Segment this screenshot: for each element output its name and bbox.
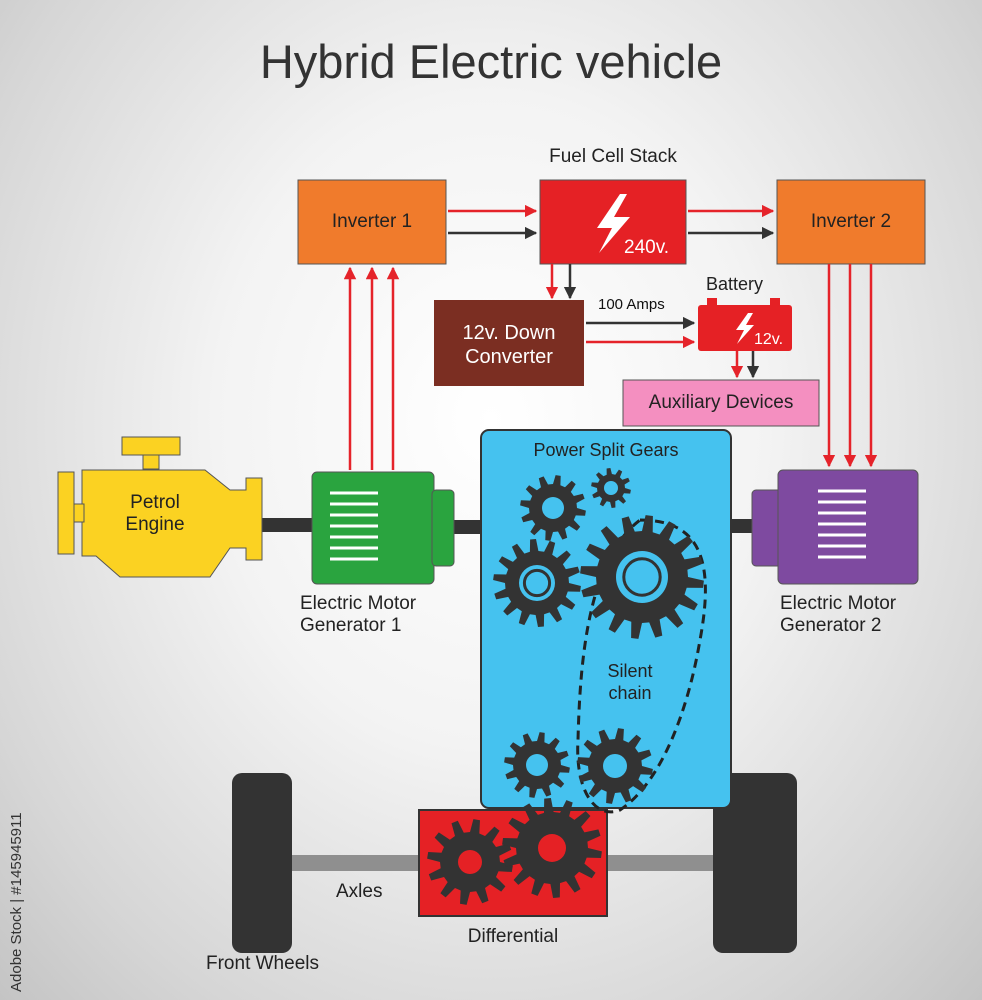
left-wheel	[232, 773, 292, 953]
silent-chain-label-line2: chain	[608, 683, 652, 703]
differential-label: Differential	[467, 926, 559, 947]
down-converter-label: 12v. Down Converter	[434, 321, 584, 369]
petrol-engine-icon	[57, 436, 263, 578]
inverter-1-box	[297, 179, 447, 265]
gear-icon-hole	[538, 834, 566, 862]
motor-generator-1-icon	[311, 471, 455, 585]
axles-label: Axles	[336, 881, 383, 902]
motor-generator-2-label: Electric Motor Generator 2	[780, 593, 896, 637]
gear-icon-hole	[542, 497, 564, 519]
gear-icon-hole	[526, 754, 548, 776]
gear-icon-ring	[622, 557, 662, 597]
front-wheels-label: Front Wheels	[206, 953, 319, 974]
auxiliary-devices-box	[622, 379, 820, 427]
auxiliary-devices-label: Auxiliary Devices	[648, 392, 794, 413]
motor-generator-2-icon	[751, 469, 919, 585]
motor-generator-1-label-line1: Electric Motor	[300, 593, 417, 614]
petrol-engine-label-line2: Engine	[125, 514, 185, 535]
battery-terminal-left	[707, 298, 717, 305]
battery-voltage: 12v.	[754, 331, 784, 348]
down-converter-box	[434, 300, 584, 386]
fuel-cell-stack-label: Fuel Cell Stack	[549, 146, 677, 167]
gear-icon-hole	[604, 481, 618, 495]
right-wheel	[713, 773, 797, 953]
down-converter-label-line1: 12v. Down	[462, 322, 556, 344]
battery-terminal-right	[770, 298, 780, 305]
watermark-text: Adobe Stock | #145945911	[8, 812, 25, 992]
watermark: Adobe Stock | #145945911	[4, 770, 28, 992]
gear-icon-ring	[522, 568, 552, 598]
engine-shaft	[262, 518, 314, 532]
motor-generator-1-label-line2: Generator 1	[300, 615, 402, 636]
silent-chain-label: Silent chain	[590, 660, 670, 704]
silent-chain	[576, 518, 707, 814]
lightning-icon	[597, 194, 630, 253]
petrol-engine-label-line1: Petrol	[130, 492, 180, 513]
fuel-cell-voltage: 240v.	[624, 237, 670, 258]
power-split-gears-label: Power Split Gears	[533, 440, 679, 460]
page-title: Hybrid Electric vehicle	[259, 35, 723, 88]
petrol-engine-label: Petrol Engine	[100, 492, 210, 536]
motor-generator-2-label-line1: Electric Motor	[780, 593, 897, 614]
motor-generator-1-label: Electric Motor Generator 1	[300, 593, 416, 637]
battery-label: Battery	[706, 274, 764, 294]
power-flow-arrows	[343, 204, 878, 470]
down-converter-label-line2: Converter	[465, 346, 553, 368]
gear-icon-hole	[603, 754, 627, 778]
battery-current: 100 Amps	[598, 296, 665, 313]
inverter-1-label: Inverter 1	[331, 211, 413, 232]
gears-group	[427, 468, 704, 905]
motor-generator-2-label-line2: Generator 2	[780, 615, 882, 636]
inverter-2-label: Inverter 2	[810, 211, 892, 232]
battery-lightning-icon	[736, 313, 754, 344]
gear-icon-hole	[458, 850, 482, 874]
silent-chain-label-line1: Silent	[607, 661, 653, 681]
